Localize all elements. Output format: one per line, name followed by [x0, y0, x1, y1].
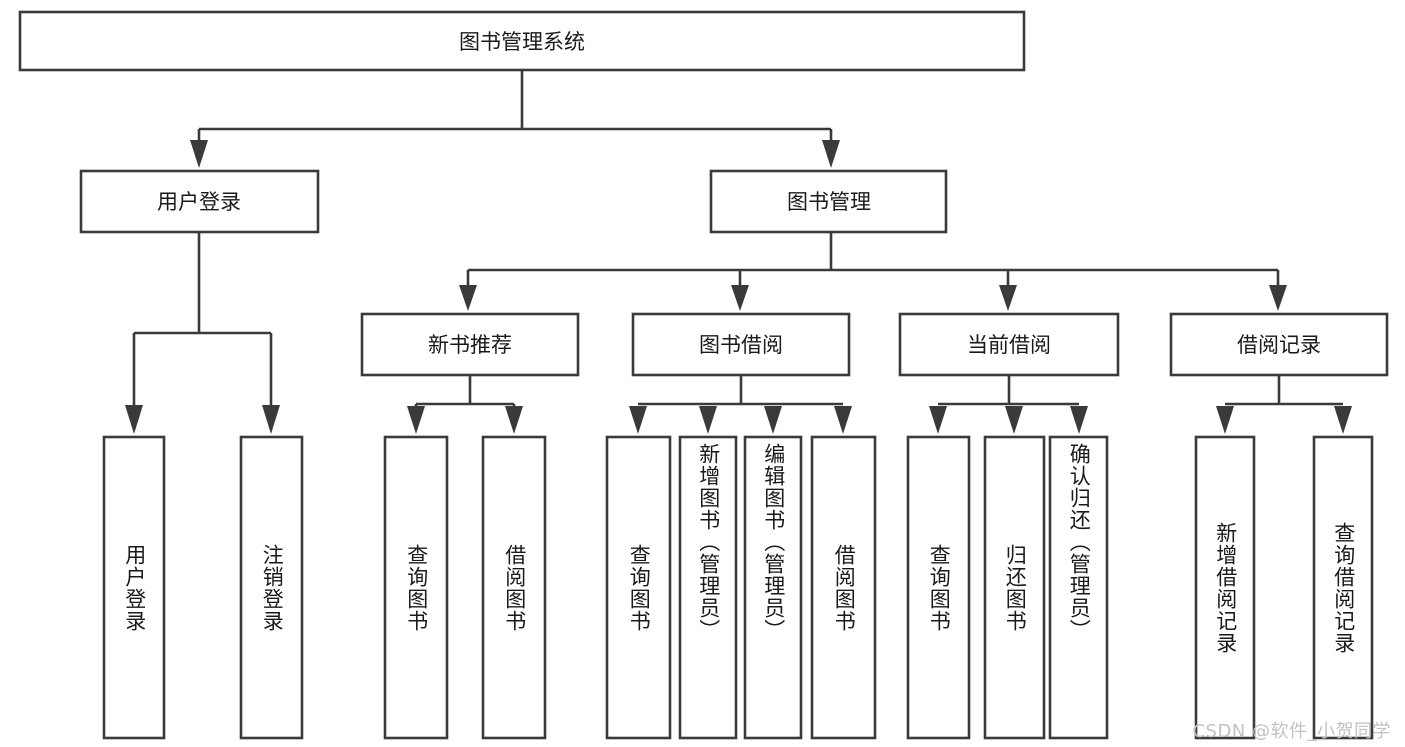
node-leaf-record-add-box[interactable]	[1194, 435, 1256, 740]
arrow-head-leaf-rec-query-book	[407, 406, 425, 434]
arrow-head-leaf-rec-borrow-book	[505, 406, 523, 434]
node-book-management-label: 图书管理	[787, 190, 871, 214]
arrow-head-book-borrow	[731, 285, 749, 311]
node-leaf-rec-borrow-book-box[interactable]	[481, 435, 547, 740]
node-current-borrow[interactable]: 当前借阅	[898, 312, 1120, 377]
node-borrow-record-label: 借阅记录	[1237, 333, 1321, 357]
node-current-borrow-label: 当前借阅	[967, 333, 1051, 357]
arrow-head-leaf-borrow-borrow-book	[834, 406, 852, 434]
arrow-head-leaf-record-query	[1334, 406, 1352, 434]
arrow-head-leaf-user-login	[125, 405, 143, 434]
node-book-borrow-box[interactable]	[631, 312, 851, 377]
node-user-login[interactable]: 用户登录	[79, 169, 320, 234]
arrow-head-leaf-record-add	[1216, 406, 1234, 434]
node-leaf-borrow-add-book-box[interactable]	[678, 435, 738, 740]
arrow-head-new-book-recommend	[459, 285, 477, 311]
connector-bookborrow-to-leaves	[629, 375, 852, 434]
arrow-head-user-login	[190, 140, 208, 168]
arrow-head-current-borrow	[999, 285, 1017, 311]
node-root-box[interactable]	[18, 10, 1026, 72]
node-leaf-current-query-book-box[interactable]	[906, 435, 971, 740]
node-new-book-recommend-box[interactable]	[360, 312, 580, 377]
watermark-text: CSDN @软件_小贺同学	[1192, 721, 1391, 742]
arrow-head-leaf-borrow-add-book	[699, 406, 717, 434]
node-book-borrow-label: 图书借阅	[699, 333, 783, 357]
arrow-head-leaf-current-return-book	[1005, 406, 1023, 434]
node-leaf-current-confirm-box[interactable]	[1048, 435, 1109, 740]
node-borrow-record-box[interactable]	[1169, 312, 1389, 377]
connector-currentborrow-to-leaves	[929, 375, 1088, 434]
connector-userlogin-to-leaves	[125, 232, 280, 434]
arrow-head-book-management	[822, 140, 840, 168]
node-leaf-rec-query-book-box[interactable]	[383, 435, 449, 740]
node-leaf-user-login-box[interactable]	[102, 435, 166, 740]
node-user-login-box[interactable]	[79, 169, 320, 234]
arrow-head-leaf-current-confirm	[1070, 406, 1088, 434]
node-leaf-record-query-box[interactable]	[1312, 435, 1374, 740]
node-book-management[interactable]: 图书管理	[709, 169, 948, 234]
node-current-borrow-box[interactable]	[898, 312, 1120, 377]
node-book-management-box[interactable]	[709, 169, 948, 234]
connector-borrowrecord-to-leaves	[1216, 375, 1352, 434]
node-leaf-user-logout-box[interactable]	[239, 435, 304, 740]
node-root[interactable]: 图书管理系统	[18, 10, 1026, 72]
node-leaf-borrow-borrow-book-box[interactable]	[810, 435, 877, 740]
connector-newbook-to-leaves	[407, 375, 523, 434]
arrow-head-leaf-borrow-query-book	[629, 406, 647, 434]
node-user-login-label: 用户登录	[157, 190, 241, 214]
arrow-head-leaf-borrow-edit-book	[764, 406, 782, 434]
node-leaf-borrow-query-book-box[interactable]	[605, 435, 672, 740]
arrow-head-leaf-current-query-book	[929, 406, 947, 434]
node-book-borrow[interactable]: 图书借阅	[631, 312, 851, 377]
node-new-book-recommend[interactable]: 新书推荐	[360, 312, 580, 377]
connector-root-to-level2	[190, 70, 840, 168]
node-leaf-current-return-book-box[interactable]	[983, 435, 1046, 740]
node-root-label: 图书管理系统	[459, 30, 585, 54]
node-borrow-record[interactable]: 借阅记录	[1169, 312, 1389, 377]
arrow-head-borrow-record	[1269, 285, 1287, 311]
arrow-head-leaf-user-logout	[262, 405, 280, 434]
connector-bookmgmt-to-level3	[459, 232, 1287, 311]
node-leaf-borrow-edit-book-box[interactable]	[743, 435, 803, 740]
node-new-book-recommend-label: 新书推荐	[428, 333, 512, 357]
